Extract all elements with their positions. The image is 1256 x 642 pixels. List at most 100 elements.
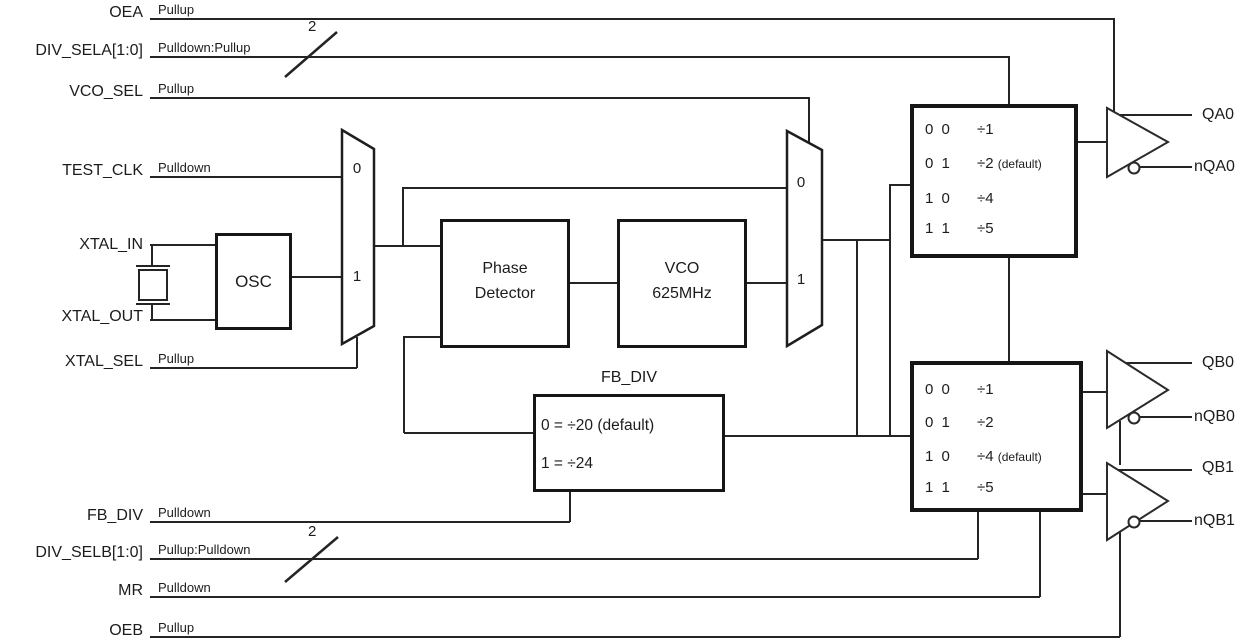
output-label-nqa0: nQA0	[1194, 158, 1235, 175]
pin-annotation-test-clk: Pulldown	[158, 160, 211, 175]
divider-a-row-3: 1 1 ÷5	[925, 220, 994, 238]
fb-div-row-1: 1 = ÷24	[541, 455, 594, 472]
wire-diva-out	[1078, 141, 1108, 143]
block-vco	[617, 219, 747, 348]
pin-label-mr: MR	[118, 582, 143, 599]
wire-mr	[150, 596, 1040, 598]
mux-vco-input1-label: 1	[796, 271, 806, 288]
fb-div-row-0: 0 = ÷20 (default)	[541, 417, 655, 434]
bus-width-a: 2	[308, 18, 317, 35]
pin-label-div-sela: DIV_SELA[1:0]	[35, 42, 143, 59]
wire-div-feed	[889, 184, 891, 436]
wire-oea	[150, 18, 1114, 20]
wire-div-sela	[150, 56, 1009, 58]
block-phase-detector	[440, 219, 570, 348]
block-divider-a	[910, 104, 1078, 258]
pin-annotation-oea: Pullup	[158, 2, 195, 17]
pin-label-fb-div: FB_DIV	[86, 507, 143, 524]
divider-b-value-1: ÷2	[977, 414, 994, 431]
vco-label-line2: 625MHz	[652, 285, 712, 302]
divider-a-code-1: 0 1	[925, 155, 952, 172]
divider-b-row-3: 1 1 ÷5	[925, 479, 994, 497]
mux-xtal-input1-label: 1	[352, 268, 362, 285]
wire-fb-div-up	[569, 491, 571, 522]
divider-a-code-0: 0 0	[925, 121, 952, 138]
pin-label-xtal-in: XTAL_IN	[79, 236, 143, 253]
wire-feedback-h	[725, 435, 911, 437]
pin-annotation-div-sela: Pulldown:Pullup	[158, 40, 251, 55]
divider-b-default-2: (default)	[997, 450, 1042, 464]
divider-b-row-1: 0 1 ÷2	[925, 414, 994, 432]
wire-div-sela-drop	[1008, 56, 1010, 106]
wire-xtal-out	[150, 319, 217, 321]
wire-nqb0	[1140, 416, 1192, 418]
inverter-bubble	[1127, 515, 1141, 529]
wire-nqb1	[1140, 520, 1192, 522]
buffer-qa	[1106, 106, 1171, 179]
wire-diva-in	[890, 184, 911, 186]
divider-a-value-1: ÷2	[977, 155, 994, 172]
divider-a-value-3: ÷5	[977, 220, 994, 237]
inverter-bubble	[1127, 161, 1141, 175]
wire-test-clk	[150, 176, 343, 178]
wire-diva-divb-feedthrough	[1008, 257, 1010, 362]
wire-vco-sel	[150, 97, 809, 99]
block-fb-div	[533, 394, 725, 492]
divider-a-row-1: 0 1 ÷2 (default)	[925, 155, 1042, 173]
wire-xtal-in	[150, 244, 217, 246]
mux-vco-input0-label: 0	[796, 174, 806, 191]
wire-mr-up	[1039, 511, 1041, 597]
fb-div-title: FB_DIV	[600, 369, 657, 386]
vco-label-line1: VCO	[664, 260, 700, 277]
divider-b-row-2: 1 0÷4 (default)	[925, 448, 1042, 466]
wire-nqa0	[1140, 166, 1192, 168]
bus-slash-b	[284, 536, 339, 583]
pin-label-xtal-sel: XTAL_SEL	[65, 353, 143, 370]
wire-fbdiv-out	[404, 432, 534, 434]
wire-oea-drop	[1113, 18, 1115, 113]
divider-b-code-0: 0 0	[925, 381, 952, 398]
inverter-bubble	[1127, 411, 1141, 425]
osc-label: OSC	[235, 272, 272, 291]
wire-div-selb-up	[977, 511, 979, 559]
bus-slash-a	[284, 31, 338, 78]
output-label-nqb0: nQB0	[1194, 408, 1235, 425]
pin-annotation-xtal-sel: Pullup	[158, 351, 195, 366]
wire-mux1-out	[374, 245, 441, 247]
divider-b-row-0: 0 0 ÷1	[925, 381, 994, 399]
pin-annotation-oeb: Pullup	[158, 620, 195, 635]
divider-b-value-0: ÷1	[977, 381, 994, 398]
wire-divb-out1	[1083, 493, 1108, 495]
divider-b-value-3: ÷5	[977, 479, 994, 496]
divider-a-value-2: ÷4	[977, 190, 994, 207]
divider-b-code-1: 0 1	[925, 414, 952, 431]
mux-xtal	[340, 127, 376, 347]
wire-oeb-interbuffer	[1119, 421, 1121, 465]
wire-qb1	[1117, 469, 1192, 471]
wire-bypass-branch	[402, 187, 404, 246]
wire-qb0	[1124, 362, 1192, 364]
pin-annotation-vco-sel: Pullup	[158, 81, 195, 96]
output-label-nqb1: nQB1	[1194, 512, 1235, 529]
wire-divb-out0	[1083, 391, 1108, 393]
pin-annotation-mr: Pulldown	[158, 580, 211, 595]
mux-vco	[785, 128, 824, 349]
divider-b-code-3: 1 1	[925, 479, 952, 496]
pin-label-xtal-out: XTAL_OUT	[61, 308, 144, 325]
pin-annotation-fb-div: Pulldown	[158, 505, 211, 520]
wire-pd-vco	[570, 282, 618, 284]
pin-label-test-clk: TEST_CLK	[62, 162, 143, 179]
pin-label-div-selb: DIV_SELB[1:0]	[35, 544, 143, 561]
pin-annotation-div-selb: Pullup:Pulldown	[158, 542, 251, 557]
divider-b-code-2: 1 0	[925, 448, 952, 465]
wire-osc-out	[292, 276, 344, 278]
mux-xtal-input0-label: 0	[352, 160, 362, 177]
wire-pd-fb-drop	[403, 336, 405, 433]
divider-a-code-3: 1 1	[925, 220, 952, 237]
wire-oeb-up	[1119, 530, 1121, 637]
bus-width-b: 2	[308, 523, 317, 540]
divider-a-code-2: 1 0	[925, 190, 952, 207]
divider-a-default-1: (default)	[997, 157, 1042, 171]
divider-a-value-0: ÷1	[977, 121, 994, 138]
